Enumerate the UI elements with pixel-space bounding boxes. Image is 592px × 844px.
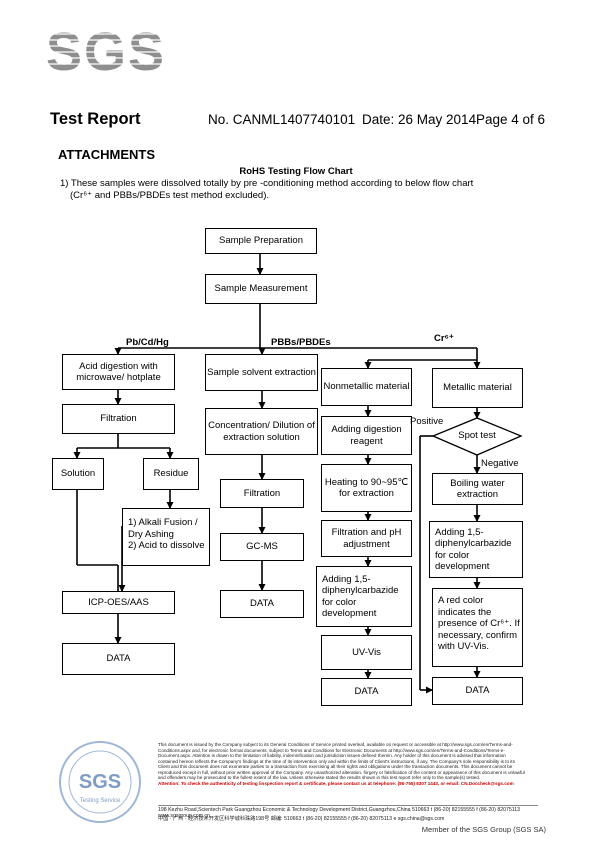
report-number: No. CANML1407740101: [208, 112, 356, 127]
method-note-line1: 1) These samples were dissolved totally …: [60, 178, 474, 189]
seal-subtitle: Testing Service: [80, 798, 121, 804]
branch-label-pb-cd-hg: Pb/Cd/Hg: [126, 337, 169, 348]
method-note-line2: (Cr⁶⁺ and PBBs/PBDEs test method exclude…: [70, 189, 270, 201]
box-heating: Heating to 90~95℃ for extraction: [321, 464, 412, 512]
box-solution: Solution: [52, 458, 104, 490]
box-solvent-extraction: Sample solvent extraction: [205, 354, 318, 391]
box-nonmetallic: Nonmetallic material: [321, 368, 412, 406]
footer-address-cn: 中国 · 广州 · 经济技术开发区科学城科珠路198号 邮编: 510663 t…: [158, 816, 445, 822]
box-filtration-b: Filtration: [220, 479, 304, 508]
box-sample-measurement: Sample Measurement: [205, 274, 317, 304]
box-data-d: DATA: [432, 677, 523, 705]
box-residue: Residue: [143, 458, 199, 490]
footer-disclaimer: This document is issued by the Company s…: [158, 742, 526, 786]
footer-disclaimer-body: This document is issued by the Company s…: [158, 742, 525, 780]
footer-warning: Attention: To check the authenticity of …: [158, 780, 514, 786]
box-icp-oes-aas: ICP-OES/AAS: [62, 591, 175, 614]
box-red-color: A red color indicates the presence of Cr…: [432, 588, 523, 667]
spot-test-diamond: [431, 417, 523, 456]
branch-label-pbbs-pbdes: PBBs/PBDEs: [271, 337, 331, 348]
box-adding-dpc-d: Adding 1,5-diphenylcarbazide for color d…: [429, 521, 523, 578]
attachments-heading: ATTACHMENTS: [58, 147, 156, 162]
report-title: Test Report: [50, 110, 141, 128]
box-uv-vis: UV-Vis: [321, 635, 412, 670]
box-data-b: DATA: [220, 590, 304, 618]
box-adding-dpc-c: Adding 1,5-diphenylcarbazide for color d…: [316, 566, 412, 627]
box-concentration: Concentration/ Dilution of extraction so…: [205, 408, 318, 455]
footer-member: Member of the SGS Group (SGS SA): [421, 825, 546, 834]
box-digestion-reagent: Adding digestion reagent: [321, 416, 412, 455]
box-residue-treatment: 1) Alkali Fusion / Dry Ashing 2) Acid to…: [122, 508, 210, 566]
page-number: Page 4 of 6: [476, 112, 546, 127]
flow-chart-title: RoHS Testing Flow Chart: [239, 166, 353, 177]
box-gc-ms: GC-MS: [220, 533, 304, 561]
box-metallic: Metallic material: [432, 368, 523, 408]
box-data-a: DATA: [62, 643, 175, 675]
report-date: Date: 26 May 2014: [362, 112, 477, 127]
label-spot-test: Spot test: [458, 430, 496, 441]
label-negative: Negative: [481, 458, 519, 469]
box-boiling-water: Boiling water extraction: [432, 473, 523, 505]
seal-logo-text: SGS: [79, 771, 121, 793]
footer-address-en: 198 Kezhu Road,Scientech Park Guangzhou …: [158, 805, 538, 819]
box-filtration-ph: Filtration and pH adjustment: [321, 520, 412, 557]
label-positive: Positive: [410, 416, 444, 427]
sgs-logo: SGS: [42, 20, 170, 82]
sgs-seal: SGS Testing Service: [50, 738, 150, 826]
method-note: 1) These samples were dissolved totally …: [60, 178, 473, 201]
box-acid-digestion: Acid digestion with microwave/ hotplate: [62, 354, 175, 390]
box-data-c: DATA: [321, 678, 412, 706]
branch-label-cr6: Cr⁶⁺: [434, 333, 454, 344]
box-filtration-a: Filtration: [62, 404, 175, 434]
box-sample-preparation: Sample Preparation: [205, 228, 317, 254]
